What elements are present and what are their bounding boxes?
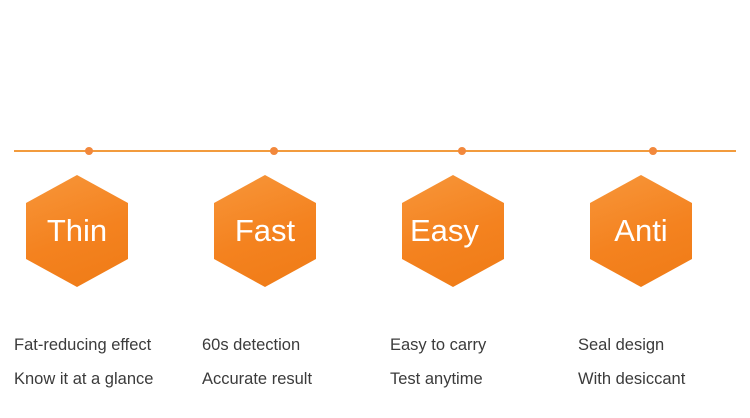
feature-caption-anti: Seal design With desiccant [578, 328, 750, 396]
caption-line-1: 60s detection [202, 336, 301, 354]
hex-badge-easy: Easy [402, 175, 504, 287]
caption-line-2: With desiccant [578, 370, 686, 388]
feature-column-fast: Fast 60s detection Accurate result [188, 0, 376, 418]
hex-badge-label: Easy [410, 213, 479, 248]
caption-line-2: Test anytime [390, 370, 483, 388]
hex-badge-fast: Fast [214, 175, 316, 287]
feature-caption-fast: 60s detection Accurate result [202, 328, 382, 396]
timeline-dot-3 [458, 147, 466, 155]
caption-line-2: Know it at a glance [14, 370, 154, 388]
caption-line-2: Accurate result [202, 370, 313, 388]
timeline-dot-4 [649, 147, 657, 155]
feature-column-thin: Thin Fat-reducing effect Know it at a gl… [0, 0, 188, 418]
feature-column-anti: Anti Seal design With desiccant [564, 0, 750, 418]
hex-badge-label: Fast [234, 213, 296, 248]
timeline-dot-2 [270, 147, 278, 155]
feature-column-easy: Easy Easy to carry Test anytime [376, 0, 564, 418]
hex-badge-label: Thin [46, 213, 108, 248]
caption-line-1: Seal design [578, 336, 665, 354]
hex-badge-label: Anti [614, 213, 668, 248]
timeline-rule [14, 150, 736, 152]
caption-line-1: Easy to carry [390, 336, 487, 354]
feature-caption-easy: Easy to carry Test anytime [390, 328, 570, 396]
hex-badge-thin: Thin [26, 175, 128, 287]
timeline-dot-1 [85, 147, 93, 155]
feature-caption-thin: Fat-reducing effect Know it at a glance [14, 328, 194, 396]
hex-badge-anti: Anti [590, 175, 692, 287]
caption-line-1: Fat-reducing effect [14, 336, 152, 354]
